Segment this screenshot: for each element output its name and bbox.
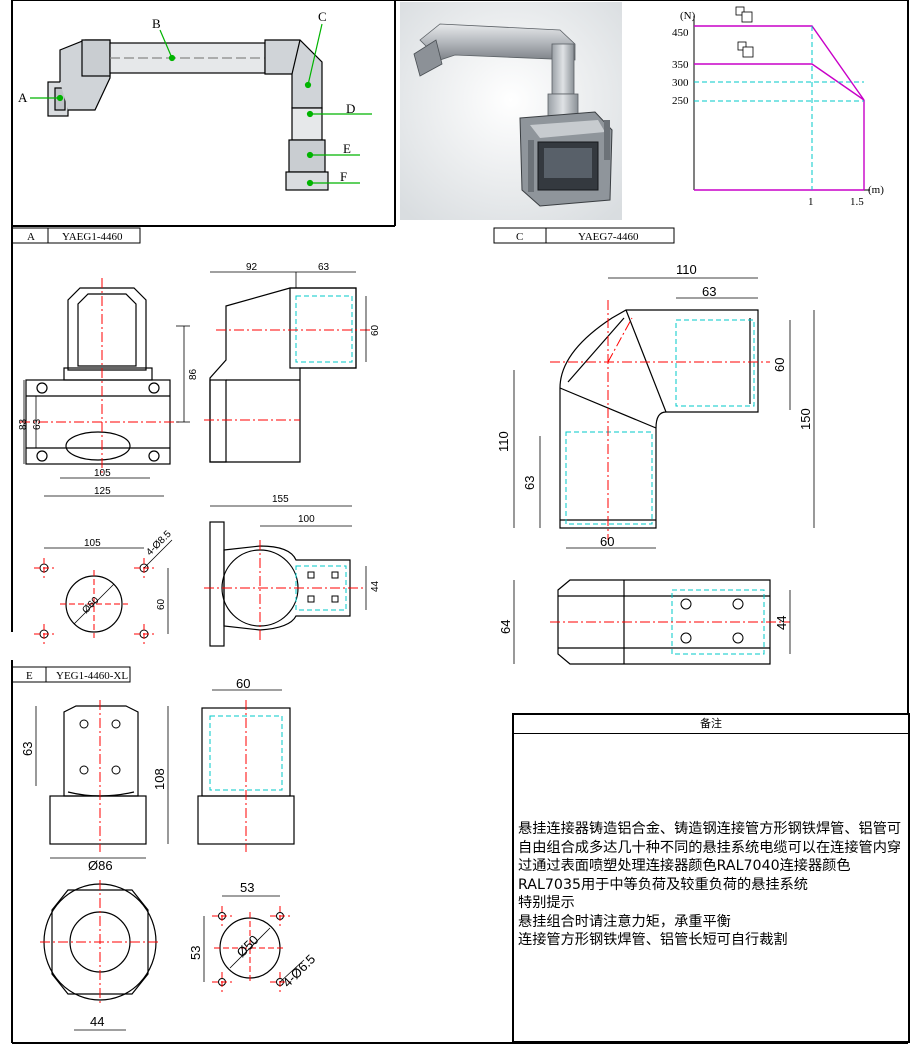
dim-a-top-width: 92 <box>246 262 258 273</box>
callout-f: F <box>340 169 347 184</box>
dim-a-base-inner: 105 <box>94 468 111 479</box>
load-chart: (N) 450 350 300 250 1 1.5 (m) <box>672 6 884 208</box>
assembly-overview <box>47 39 329 191</box>
dim-c-right-inner: 60 <box>772 358 787 372</box>
chart-y-tick-350: 350 <box>672 59 689 71</box>
notes-body: 悬挂连接器铸造铝合金、铸造钢连接管方形钢铁焊管、铝管可自由组合成多达几十种不同的… <box>514 734 908 950</box>
view-c-side <box>557 579 771 665</box>
dim-a-top-right: 63 <box>318 262 330 273</box>
dim-a-hole-vert: 60 <box>156 598 167 610</box>
dim-e-left-height: 63 <box>20 742 35 756</box>
product-render-image <box>400 2 622 220</box>
dim-a-side-right: 60 <box>370 324 381 336</box>
notes-line-cutting: 连接管方形钢铁焊管、铝管长短可自行裁割 <box>518 932 788 948</box>
chart-y-tick-250: 250 <box>672 95 689 107</box>
chart-y-unit: (N) <box>680 10 696 22</box>
dim-c-side-height: 64 <box>498 620 513 634</box>
dim-e-right-height: 108 <box>152 768 167 790</box>
notes-panel: 备注 悬挂连接器铸造铝合金、铸造钢连接管方形钢铁焊管、铝管可自由组合成多达几十种… <box>512 713 910 1043</box>
chart-x-unit: (m) <box>868 184 884 196</box>
load-curves <box>694 25 865 191</box>
dim-a-hole-span: 105 <box>84 538 101 549</box>
section-e-model: YEG1-4460-XL <box>56 670 128 682</box>
dim-a-left-outer: 83 <box>18 418 29 430</box>
dim-c-side-right: 44 <box>774 616 789 630</box>
view-a-hole-pattern: 105 60 Ø60 4-Ø8.5 <box>34 528 174 644</box>
notes-line-special-title: 特别提示 <box>518 895 575 911</box>
callout-b: B <box>152 16 161 31</box>
view-e-front <box>49 705 147 845</box>
chart-x-tick-1-5: 1.5 <box>850 196 864 208</box>
notes-title: 备注 <box>514 715 908 734</box>
chart-x-tick-1: 1 <box>808 196 814 208</box>
section-c-model: YAEG7-4460 <box>578 231 639 243</box>
dim-e-bottom-width: 44 <box>90 1014 104 1029</box>
callout-c: C <box>318 9 327 24</box>
section-a-model: YAEG1-4460 <box>62 231 123 243</box>
notes-line-description: 悬挂连接器铸造铝合金、铸造钢连接管方形钢铁焊管、铝管可自由组合成多达几十种不同的… <box>518 821 902 893</box>
view-a-front <box>25 287 171 465</box>
dim-c-top-inner: 63 <box>702 284 716 299</box>
dim-c-left-inner: 63 <box>522 476 537 490</box>
dim-e-bore: Ø50 <box>234 932 262 960</box>
dim-e-base-diam: Ø86 <box>88 858 113 873</box>
section-a-letter: A <box>27 231 35 243</box>
dim-a-plan-width: 155 <box>272 494 289 505</box>
callout-d: D <box>346 101 355 116</box>
dim-a-left-inner: 63 <box>32 418 43 430</box>
dim-e-hole-span: 53 <box>240 880 254 895</box>
dim-c-top: 110 <box>676 262 697 277</box>
dim-a-base-outer: 125 <box>94 486 111 497</box>
callout-e: E <box>343 141 351 156</box>
dim-a-plan-height: 44 <box>370 580 381 592</box>
view-a-front-centerlines <box>20 278 180 474</box>
overview-leaders <box>30 23 372 187</box>
dim-a-bore: Ø60 <box>80 595 101 616</box>
view-c-elbow <box>559 309 759 529</box>
dim-e-hole-diam: 4-Ø6.5 <box>280 951 319 990</box>
view-a-plan <box>209 521 351 647</box>
chart-y-tick-300: 300 <box>672 77 689 89</box>
section-header-c: C YAEG7-4460 <box>493 227 675 244</box>
overview-callout-labels: A B C D E F <box>18 9 355 184</box>
section-e-letter: E <box>26 670 33 682</box>
notes-line-torque: 悬挂组合时请注意力矩，承重平衡 <box>518 913 731 930</box>
callout-a: A <box>18 90 28 105</box>
view-a-side <box>209 287 357 463</box>
chart-y-tick-450: 450 <box>672 27 689 39</box>
dim-c-right-outer: 150 <box>798 408 813 430</box>
view-e-hole-pattern: 53 53 Ø50 4-Ø6.5 <box>188 880 318 992</box>
dim-e-hole-vert: 53 <box>188 946 203 960</box>
dim-a-side-height: 86 <box>188 368 199 380</box>
dim-a-plan-inner: 100 <box>298 514 315 525</box>
section-header-a: A YAEG1-4460 <box>11 227 141 244</box>
view-a-front-dims <box>23 325 190 497</box>
dim-c-left-outer: 110 <box>496 431 511 452</box>
dim-e-front-width: 60 <box>236 676 250 691</box>
section-c-letter: C <box>516 231 523 243</box>
section-header-e: E YEG1-4460-XL <box>11 666 131 683</box>
dim-c-bottom: 60 <box>600 534 614 549</box>
dim-a-hole-diam: 4-Ø8.5 <box>144 528 174 558</box>
